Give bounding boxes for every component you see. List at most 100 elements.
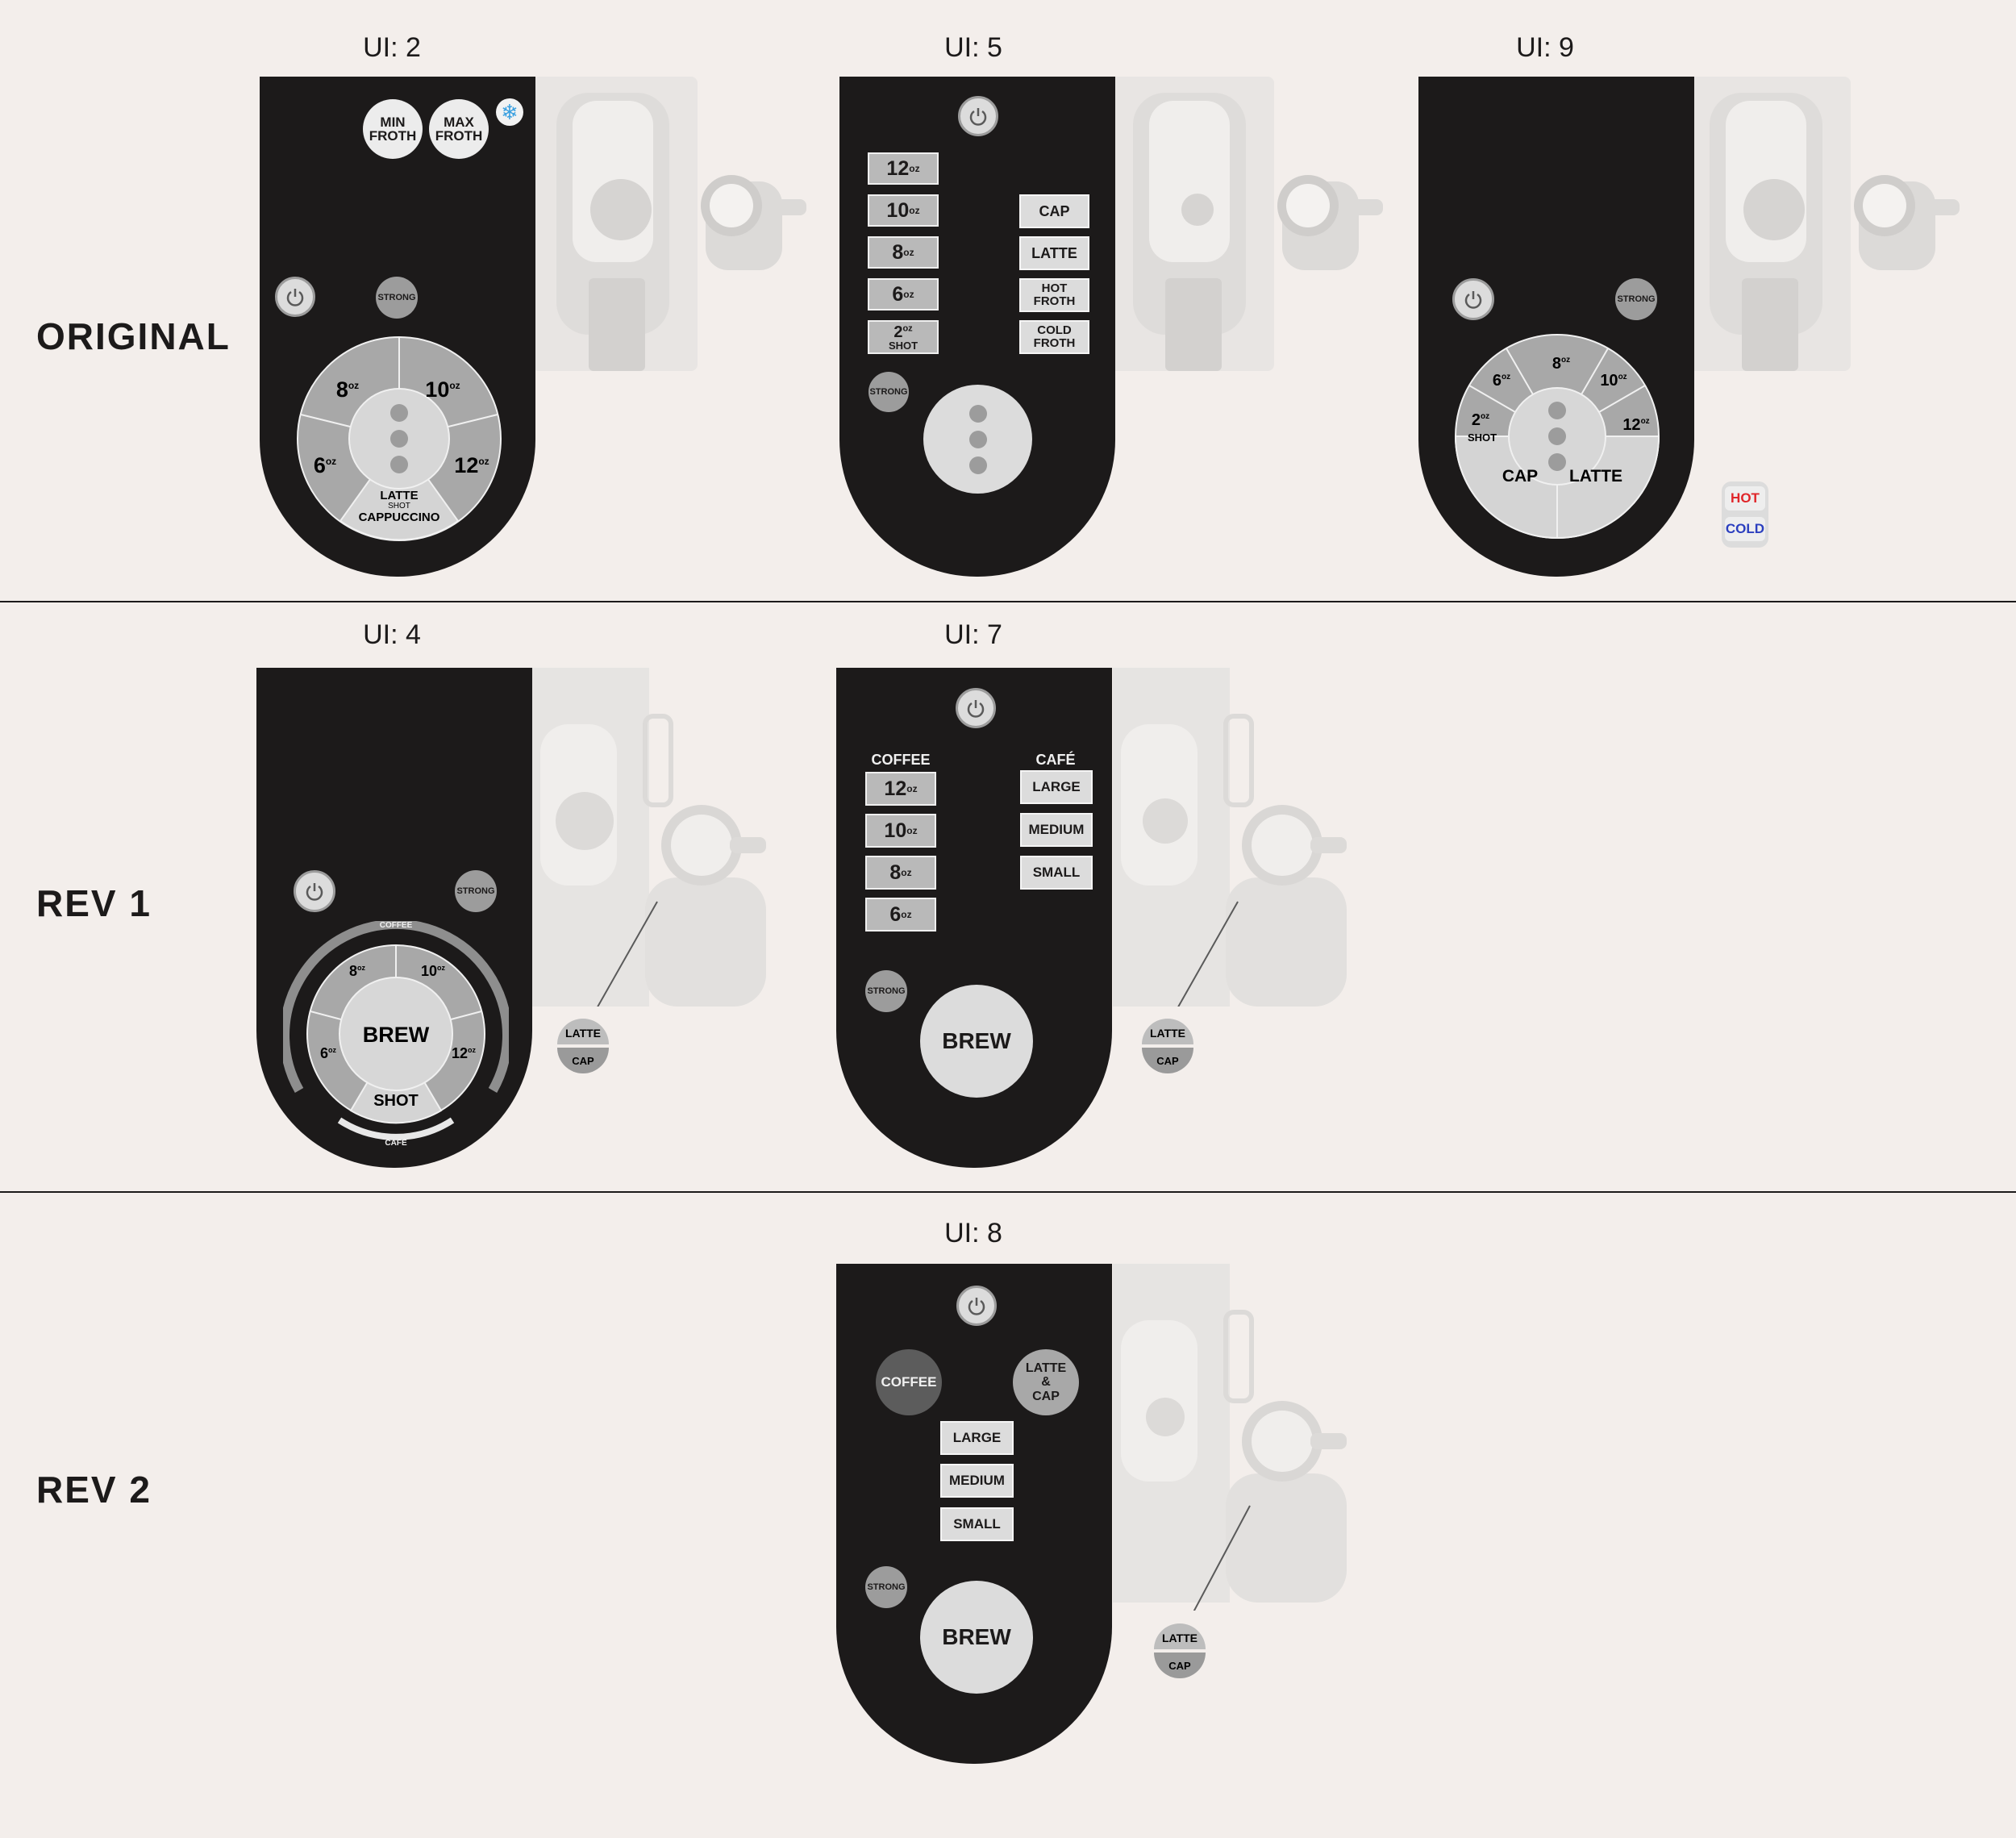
ui7-title: UI: 7: [944, 619, 1002, 650]
row-label-rev2: REV 2: [36, 1469, 152, 1511]
ui5-cold-froth-button[interactable]: COLD FROTH: [1019, 320, 1089, 354]
ui2-min-froth-button[interactable]: MIN FROTH: [363, 99, 423, 159]
ui8-small-button[interactable]: SMALL: [940, 1507, 1014, 1541]
ui2-cappuccino-label[interactable]: CAPPUCCINO: [359, 511, 440, 524]
ui5-latte-button[interactable]: LATTE: [1019, 236, 1089, 270]
ui9-machine-illustration: [1685, 77, 1960, 371]
row-label-original: ORIGINAL: [36, 315, 231, 357]
ui4-brew-label[interactable]: BREW: [363, 1023, 430, 1047]
power-icon: [286, 289, 304, 306]
ui8-machine-illustration: [1113, 1264, 1347, 1611]
row-label-rev1: REV 1: [36, 882, 152, 924]
ui2-size-10[interactable]: 10oz: [425, 377, 460, 402]
ui2-latte-label[interactable]: LATTE: [380, 489, 418, 502]
ui8-strong-button[interactable]: STRONG: [865, 1566, 907, 1608]
ui8-medium-button[interactable]: MEDIUM: [940, 1464, 1014, 1498]
ui9-size-10[interactable]: 10oz: [1600, 372, 1627, 390]
ui4-size-6[interactable]: 6oz: [320, 1045, 337, 1061]
ui2-size-6[interactable]: 6oz: [314, 453, 336, 477]
ui8-latte-cap-selector[interactable]: LATTE CAP: [1153, 1623, 1206, 1679]
ui9-size-8[interactable]: 8oz: [1552, 355, 1570, 373]
ui5-title: UI: 5: [944, 32, 1002, 63]
ui4-size-12[interactable]: 12oz: [452, 1045, 477, 1061]
ui5-size-2-shot-button[interactable]: 2oz SHOT: [868, 320, 939, 354]
ui7-latte-label[interactable]: LATTE: [1150, 1027, 1185, 1040]
ui9-size-dial[interactable]: 6oz 8oz 10oz 2oz SHOT 12oz CAP LATTE: [1453, 332, 1661, 540]
ui5-machine-illustration: [1109, 77, 1383, 371]
ui9-size-12[interactable]: 12oz: [1622, 416, 1649, 434]
ui8-latte-label[interactable]: LATTE: [1162, 1632, 1198, 1644]
power-icon: [968, 1298, 985, 1315]
ui4-power-button[interactable]: [294, 870, 335, 912]
ui9-size-2[interactable]: 2oz: [1472, 411, 1489, 429]
ui9-cap-label[interactable]: CAP: [1502, 467, 1538, 486]
ui5-menu-dial[interactable]: [923, 385, 1032, 494]
ui9-size-6[interactable]: 6oz: [1493, 372, 1510, 390]
ui5-power-button[interactable]: [958, 96, 998, 136]
ui9-shot-label[interactable]: SHOT: [1468, 431, 1497, 444]
ui2-size-dial[interactable]: 8oz 10oz 6oz 12oz LATTE SHOT CAPPUCCINO: [295, 335, 503, 543]
ui9-hot-cold-toggle[interactable]: HOT COLD: [1722, 481, 1768, 548]
ui5-strong-button[interactable]: STRONG: [868, 372, 909, 412]
ui4-strong-button[interactable]: STRONG: [455, 870, 497, 912]
ui7-medium-button[interactable]: MEDIUM: [1020, 813, 1093, 847]
ui4-machine-illustration: [532, 668, 766, 1007]
ui4-shot-label[interactable]: SHOT: [373, 1092, 419, 1110]
ui8-coffee-button[interactable]: COFFEE: [876, 1349, 942, 1415]
ui7-latte-cap-selector[interactable]: LATTE CAP: [1141, 1018, 1194, 1074]
power-icon: [967, 700, 985, 718]
row-divider-1: [0, 601, 2016, 602]
ui8-cap-label[interactable]: CAP: [1168, 1660, 1191, 1672]
ui7-cap-label[interactable]: CAP: [1156, 1055, 1179, 1067]
ui5-hot-froth-button[interactable]: HOT FROTH: [1019, 278, 1089, 312]
ui2-strong-button[interactable]: STRONG: [376, 277, 418, 319]
ui7-power-button[interactable]: [956, 688, 996, 728]
ui7-strong-button[interactable]: STRONG: [865, 970, 907, 1012]
ui2-max-froth-button[interactable]: MAX FROTH: [429, 99, 489, 159]
ui4-title: UI: 4: [363, 619, 421, 650]
ui4-coffee-arc-label: COFFEE: [380, 921, 413, 930]
ellipsis-vertical-icon: [968, 404, 987, 474]
ui4-size-10[interactable]: 10oz: [421, 963, 446, 979]
ui2-title: UI: 2: [363, 32, 421, 63]
snowflake-icon[interactable]: ❄: [496, 98, 523, 126]
ui7-cafe-header: CAFÉ: [1035, 752, 1076, 768]
ui8-power-button[interactable]: [956, 1286, 997, 1326]
row-divider-2: [0, 1191, 2016, 1193]
ui2-shot-label[interactable]: SHOT: [388, 502, 410, 511]
ui4-latte-label[interactable]: LATTE: [565, 1027, 601, 1040]
ui7-brew-button[interactable]: BREW: [920, 985, 1033, 1098]
ui4-brew-dial[interactable]: COFFEE CAFÉ 8oz 10oz 6oz 12oz BREW SHOT: [283, 921, 509, 1147]
ui9-hot-label[interactable]: HOT: [1725, 486, 1765, 511]
ui9-power-button[interactable]: [1452, 278, 1494, 320]
ui4-cap-label[interactable]: CAP: [572, 1055, 594, 1067]
ui9-title: UI: 9: [1516, 32, 1574, 63]
ui9-cold-label[interactable]: COLD: [1725, 517, 1765, 541]
ui8-brew-button[interactable]: BREW: [920, 1581, 1033, 1694]
power-icon: [306, 883, 323, 901]
ui2-size-12[interactable]: 12oz: [454, 453, 489, 477]
ui8-latte-cap-button[interactable]: LATTE & CAP: [1013, 1349, 1079, 1415]
ui2-power-button[interactable]: [275, 277, 315, 317]
ui7-machine-illustration: [1113, 668, 1347, 1007]
ui9-strong-button[interactable]: STRONG: [1615, 278, 1657, 320]
ui4-latte-cap-selector[interactable]: LATTE CAP: [556, 1018, 610, 1074]
ui7-large-button[interactable]: LARGE: [1020, 770, 1093, 804]
ui2-size-8[interactable]: 8oz: [336, 377, 359, 402]
ui4-cafe-arc-label: CAFÉ: [385, 1137, 407, 1147]
ui8-large-button[interactable]: LARGE: [940, 1421, 1014, 1455]
ui7-small-button[interactable]: SMALL: [1020, 856, 1093, 890]
ui5-cap-button[interactable]: CAP: [1019, 194, 1089, 228]
ui4-size-8[interactable]: 8oz: [349, 963, 366, 979]
power-icon: [1464, 291, 1482, 309]
ui9-latte-label[interactable]: LATTE: [1569, 467, 1622, 486]
ui2-machine-illustration: [532, 77, 806, 371]
